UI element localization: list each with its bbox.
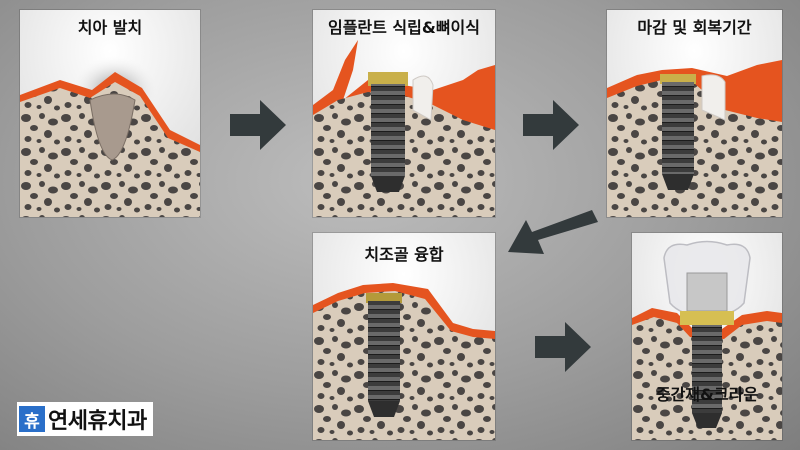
- step-placement-label: 임플란트 식립&뼈이식: [327, 18, 480, 37]
- placement-illustration: [313, 10, 495, 217]
- step-extraction-label: 치아 발치: [77, 18, 143, 37]
- clinic-name: 연세휴치과: [48, 409, 147, 434]
- clinic-logo: 휴 연세휴치과: [17, 402, 153, 436]
- step-crown-panel: 중간재&크라운: [632, 233, 782, 440]
- arrow-down-left-icon: [508, 210, 598, 254]
- healing-illustration: [607, 10, 782, 217]
- arrow-right-icon: [523, 100, 579, 150]
- step-placement-panel: 임플란트 식립&뼈이식: [313, 10, 495, 217]
- step-osseointegration-label: 치조골 융합: [364, 245, 444, 264]
- step-osseointegration-panel: 치조골 융합: [313, 233, 495, 440]
- extraction-illustration: [20, 10, 200, 217]
- step-crown-label: 중간재&크라운: [655, 385, 759, 404]
- step-healing-panel: 마감 및 회복기간: [607, 10, 782, 217]
- step-healing-label: 마감 및 회복기간: [637, 18, 752, 37]
- clinic-logo-mark: 휴: [19, 406, 45, 432]
- arrow-right-icon: [535, 322, 591, 372]
- crown-illustration: [632, 233, 782, 440]
- osseointegration-illustration: [313, 233, 495, 440]
- arrow-right-icon: [230, 100, 286, 150]
- step-extraction-panel: 치아 발치: [20, 10, 200, 217]
